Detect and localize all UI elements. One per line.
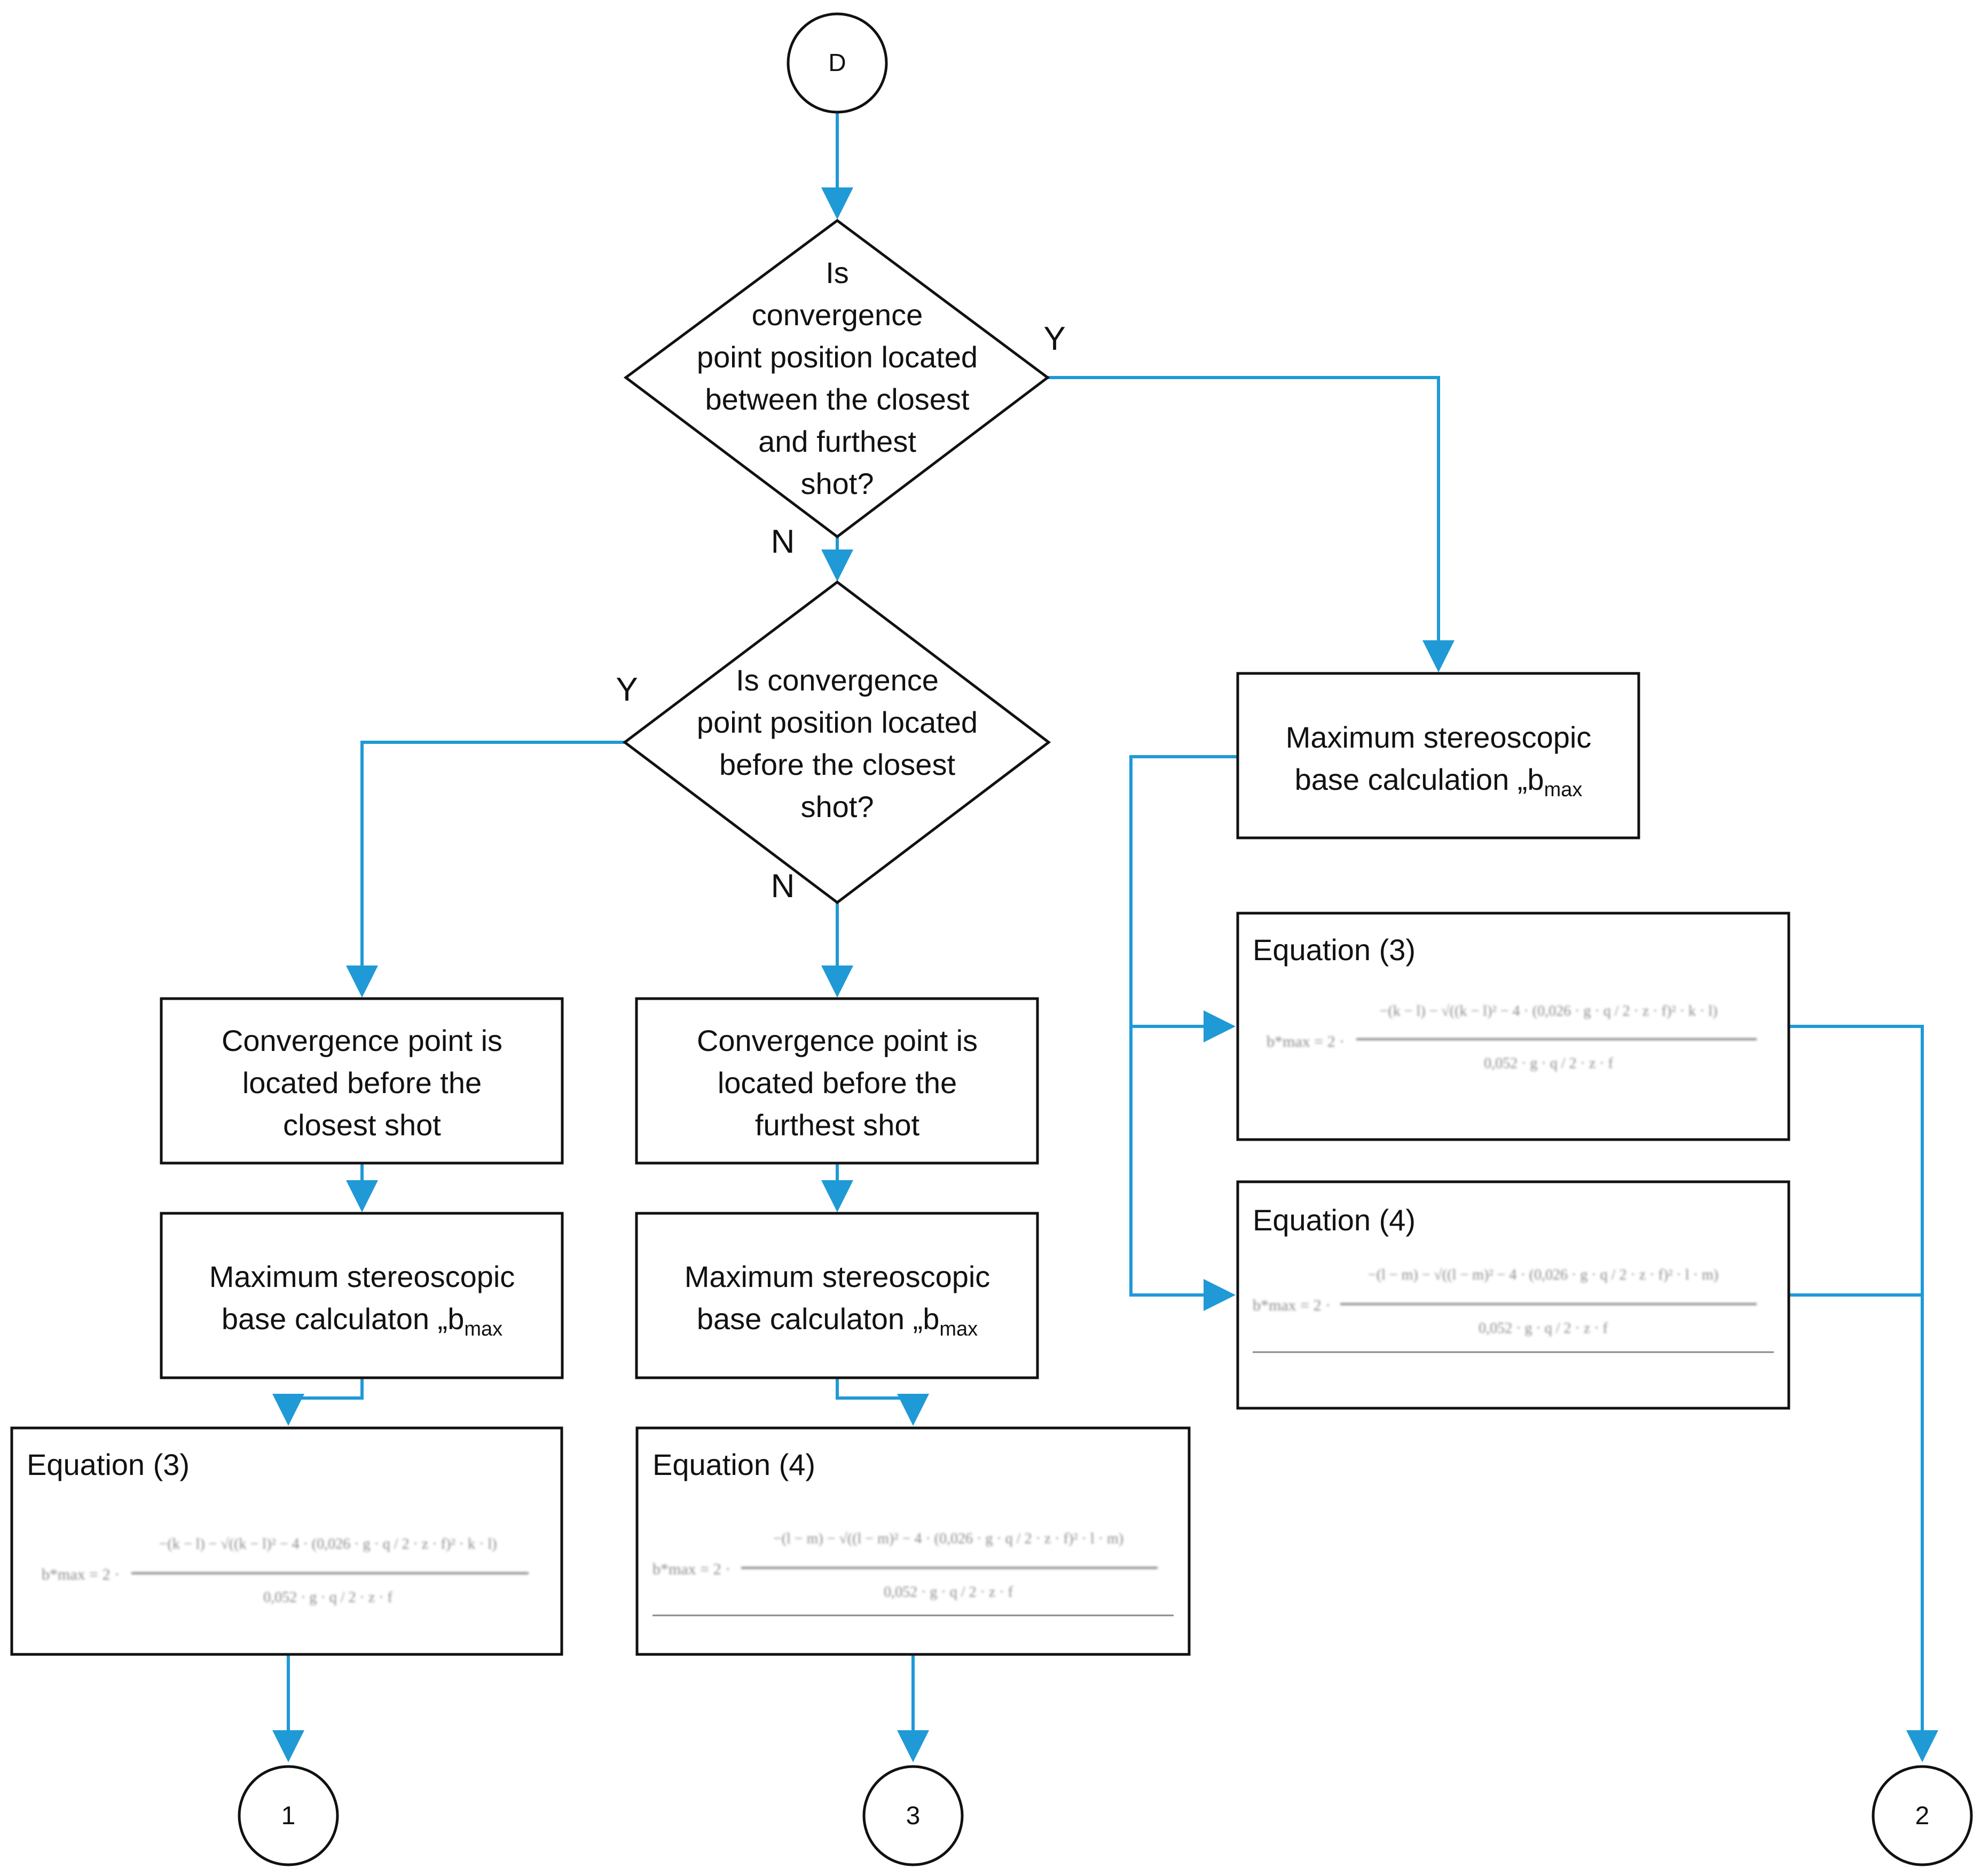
arrow-decision2-yes: [346, 741, 625, 998]
decision-1-line-5: and furthest: [758, 425, 916, 458]
equation-3-left-box: [10, 1426, 563, 1656]
equation-3-left-denominator: 0,052 · g · q / 2 · z · f: [263, 1589, 393, 1606]
decision-1: Is convergence point position located be…: [623, 218, 1066, 560]
decision-2-shape: [622, 580, 1051, 905]
equation-3-right-denominator: 0,052 · g · q / 2 · z · f: [1484, 1055, 1614, 1072]
decision-2-yes-label: Y: [616, 671, 638, 708]
box-max-base-right-line-1: Maximum stereoscopic: [1286, 720, 1592, 754]
box-max-base-mid-line-1: Maximum stereoscopic: [685, 1260, 990, 1293]
arrow-right-box-to-eq3: [1129, 755, 1238, 1042]
box-convergence-furthest-shape: [635, 997, 1039, 1165]
box-max-base-left-text: base calculaton „b: [222, 1302, 465, 1336]
decision-1-shape: [623, 218, 1050, 539]
connector-d-label: D: [828, 49, 846, 76]
decision-2-no-label: N: [771, 868, 795, 905]
box-convergence-closest: Convergence point is located before the …: [160, 997, 564, 1165]
box-max-base-mid: Maximum stereoscopic base calculaton „bm…: [635, 1212, 1039, 1379]
arrow-left-box2-to-eq: [272, 1378, 364, 1426]
connector-d-circle: [787, 12, 888, 114]
decision-1-line-6: shot?: [801, 467, 874, 500]
equation-3-right-label: Equation (3): [1253, 933, 1416, 967]
box-convergence-closest-line-1: Convergence point is: [222, 1024, 502, 1057]
decision-2-line-4: shot?: [801, 790, 874, 823]
box-max-base-mid-text: base calculaton „b: [697, 1302, 940, 1336]
arrow-right-eqs-to-2: [1789, 1025, 1938, 1762]
box-max-base-left-line-2: base calculaton „bmax: [222, 1302, 502, 1340]
box-max-base-left-subscript: max: [464, 1318, 502, 1340]
arrow-decision1-yes: [1048, 376, 1455, 672]
equation-3-left: Equation (3) b*max = 2 · −(k − l) − √((k…: [10, 1426, 563, 1656]
equation-4-mid-denominator: 0,052 · g · q / 2 · z · f: [884, 1584, 1013, 1600]
box-max-base-right-text: base calculation „b: [1295, 763, 1544, 796]
equation-4-mid: Equation (4) b*max = 2 · −(l − m) − √((l…: [635, 1426, 1191, 1656]
connector-3-circle: [862, 1765, 964, 1866]
box-max-base-right-subscript: max: [1544, 779, 1583, 801]
equation-3-left-label: Equation (3): [27, 1448, 190, 1481]
connector-3: 3: [862, 1765, 964, 1866]
box-convergence-furthest-line-3: furthest shot: [755, 1108, 920, 1142]
decision-1-line-3: point position located: [697, 340, 978, 374]
equation-3-right-numerator: −(k − l) − √((k − l)² − 4 · (0,026 · g ·…: [1380, 1003, 1718, 1019]
box-max-base-right-shape: [1236, 672, 1640, 839]
decision-1-line-1: Is: [826, 256, 849, 289]
connector-3-label: 3: [906, 1802, 921, 1830]
decision-1-line-4: between the closest: [705, 382, 970, 416]
box-convergence-closest-line-3: closest shot: [283, 1108, 441, 1142]
box-max-base-left-line-1: Maximum stereoscopic: [209, 1260, 515, 1293]
equation-4-right-lhs: b*max = 2 ·: [1253, 1297, 1331, 1314]
decision-2-line-2: point position located: [697, 705, 978, 739]
equation-4-mid-box: [635, 1426, 1191, 1656]
equation-4-right: Equation (4) b*max = 2 · −(l − m) − √((l…: [1236, 1180, 1790, 1410]
box-convergence-furthest-line-1: Convergence point is: [697, 1024, 978, 1057]
equation-4-right-numerator: −(l − m) − √((l − m)² − 4 · (0,026 · g ·…: [1368, 1267, 1718, 1283]
connector-d: D: [787, 12, 888, 114]
equation-3-right-formula: b*max = 2 · −(k − l) − √((k − l)² − 4 · …: [1267, 1003, 1757, 1072]
equation-3-right: Equation (3) b*max = 2 · −(k − l) − √((k…: [1236, 912, 1790, 1141]
equation-4-mid-numerator: −(l − m) − √((l − m)² − 4 · (0,026 · g ·…: [773, 1530, 1123, 1547]
decision-2-line-1: Is convergence: [736, 663, 939, 697]
equation-4-right-denominator: 0,052 · g · q / 2 · z · f: [1479, 1320, 1608, 1337]
box-convergence-furthest-line-2: located before the: [718, 1066, 957, 1100]
equation-4-right-formula: b*max = 2 · −(l − m) − √((l − m)² − 4 · …: [1253, 1267, 1757, 1337]
connector-1: 1: [238, 1765, 339, 1866]
decision-1-line-2: convergence: [752, 298, 923, 332]
connector-2-label: 2: [1915, 1802, 1930, 1830]
decision-2-line-3: before the closest: [719, 748, 955, 781]
connector-1-label: 1: [281, 1802, 296, 1830]
box-max-base-mid-line-2: base calculaton „bmax: [697, 1302, 978, 1340]
box-max-base-right-line-2: base calculation „bmax: [1295, 763, 1583, 801]
arrow-right-box-to-eq4: [1129, 1026, 1236, 1311]
equation-3-left-lhs: b*max = 2 ·: [42, 1566, 120, 1583]
equation-3-left-numerator: −(k − l) − √((k − l)² − 4 · (0,026 · g ·…: [159, 1536, 497, 1552]
arrow-mid-box2-to-eq: [836, 1378, 929, 1426]
decision-2: Is convergence point position located be…: [616, 580, 1051, 905]
box-max-base-mid-shape: [635, 1212, 1039, 1379]
connector-lines: [272, 112, 1938, 1762]
equation-4-mid-label: Equation (4): [653, 1448, 815, 1481]
equation-3-right-lhs: b*max = 2 ·: [1267, 1033, 1345, 1050]
equation-4-mid-formula: b*max = 2 · −(l − m) − √((l − m)² − 4 · …: [653, 1530, 1158, 1600]
box-max-base-right: Maximum stereoscopic base calculation „b…: [1236, 672, 1640, 839]
box-max-base-left: Maximum stereoscopic base calculaton „bm…: [160, 1212, 564, 1379]
box-convergence-closest-line-2: located before the: [242, 1066, 482, 1100]
decision-1-yes-label: Y: [1043, 320, 1065, 357]
equation-3-left-formula: b*max = 2 · −(k − l) − √((k − l)² − 4 · …: [42, 1536, 529, 1606]
box-max-base-mid-subscript: max: [939, 1318, 978, 1340]
equation-4-right-label: Equation (4): [1253, 1203, 1416, 1237]
equation-4-mid-lhs: b*max = 2 ·: [653, 1560, 730, 1578]
equation-4-right-box: [1236, 1180, 1790, 1410]
box-convergence-closest-shape: [160, 997, 564, 1165]
decision-1-no-label: N: [771, 523, 795, 560]
box-max-base-left-shape: [160, 1212, 564, 1379]
box-convergence-furthest: Convergence point is located before the …: [635, 997, 1039, 1165]
connector-1-circle: [238, 1765, 339, 1866]
connector-2-circle: [1872, 1765, 1973, 1866]
equation-3-right-box: [1236, 912, 1790, 1141]
connector-2: 2: [1872, 1765, 1973, 1866]
